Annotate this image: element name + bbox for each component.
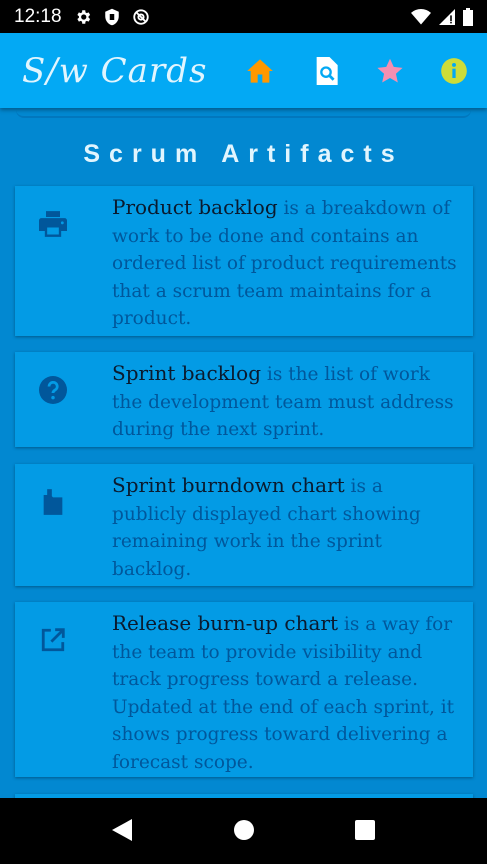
star-icon: [377, 58, 403, 83]
card-description: is a way for the team to provide visibil…: [112, 614, 455, 773]
favorites-button[interactable]: [376, 57, 404, 85]
at-sign-icon: [132, 8, 150, 26]
open-in-new-icon: [39, 626, 67, 654]
back-icon: [112, 819, 132, 841]
folder-icon: [39, 488, 67, 516]
status-time: 12:18: [14, 5, 62, 27]
divider: [16, 108, 471, 118]
home-nav-button[interactable]: [232, 818, 256, 842]
card-text: Product backlog is a breakdown of work t…: [112, 194, 459, 333]
info-icon: [441, 58, 467, 84]
card-text: Sprint backlog is the list of work the d…: [112, 360, 459, 444]
back-button[interactable]: [110, 818, 134, 842]
card-sprint-backlog[interactable]: Sprint backlog is the list of work the d…: [15, 352, 473, 447]
status-bar: 12:18: [0, 0, 487, 33]
search-document-icon: [316, 57, 338, 85]
app-bar: S/w Cards: [0, 33, 487, 108]
card-product-backlog[interactable]: Product backlog is a breakdown of work t…: [15, 186, 473, 336]
recents-icon: [355, 820, 375, 840]
help-circle-icon: [39, 376, 67, 404]
card-term: Sprint burndown chart: [112, 473, 345, 497]
info-button[interactable]: [440, 57, 468, 85]
home-icon: [247, 59, 273, 83]
status-right: [411, 7, 473, 26]
card-term: Release burn-up chart: [112, 611, 339, 635]
card-partial[interactable]: [15, 794, 473, 798]
app-title: S/w Cards: [22, 50, 208, 91]
signal-icon: [439, 8, 455, 25]
card-text: Release burn-up chart is a way for the t…: [112, 610, 459, 776]
card-sprint-burndown-chart[interactable]: Sprint burndown chart is a publicly disp…: [15, 464, 473, 586]
search-document-button[interactable]: [312, 57, 340, 85]
content-area[interactable]: Scrum Artifacts Product backlog is a bre…: [0, 108, 487, 798]
section-title: Scrum Artifacts: [83, 140, 404, 168]
card-term: Product backlog: [112, 195, 278, 219]
card-text: Sprint burndown chart is a publicly disp…: [112, 472, 459, 583]
home-circle-icon: [234, 820, 254, 840]
card-term: Sprint backlog: [112, 361, 262, 385]
gear-icon: [74, 8, 92, 26]
card-description: is the list of work the development team…: [112, 364, 454, 440]
shield-icon: [104, 8, 120, 26]
app-actions: [0, 33, 487, 108]
card-release-burnup-chart[interactable]: Release burn-up chart is a way for the t…: [15, 602, 473, 777]
card-description: is a breakdown of work to be done and co…: [112, 198, 457, 329]
printer-icon: [39, 210, 67, 238]
status-left: 12:18: [14, 6, 150, 28]
recents-button[interactable]: [353, 818, 377, 842]
wifi-icon: [411, 8, 431, 25]
navigation-bar: [0, 798, 487, 864]
card-description: is a publicly displayed chart showing re…: [112, 476, 421, 580]
battery-icon: [463, 7, 473, 26]
home-button[interactable]: [246, 57, 274, 85]
